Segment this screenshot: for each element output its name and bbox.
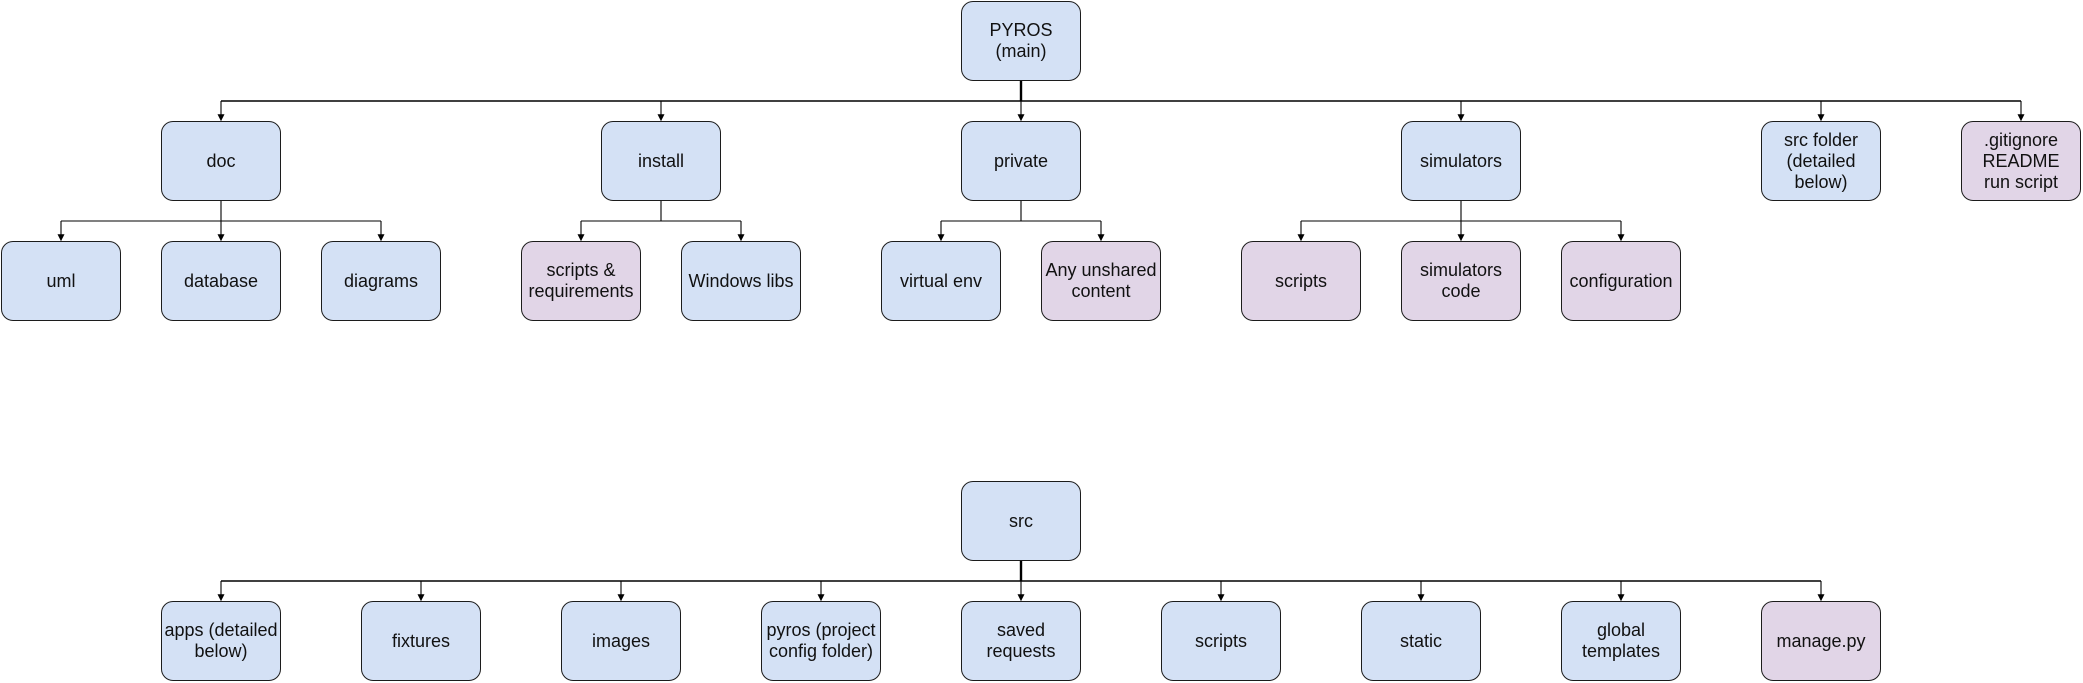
node-label-line: config folder) xyxy=(768,641,874,661)
node-label-line: virtual env xyxy=(899,270,983,291)
node-label-line: below) xyxy=(1794,171,1848,192)
node-label-line: private xyxy=(993,150,1049,171)
node-root: PYROS(main) xyxy=(961,1,1081,81)
node-label-line: (main) xyxy=(995,41,1047,61)
node-label-line: below) xyxy=(194,641,248,661)
node-label-line: install xyxy=(637,150,685,171)
node-label-line: README xyxy=(1982,150,2060,171)
node-src-images: images xyxy=(561,601,681,681)
node-label-line: images xyxy=(591,630,651,651)
node-label-line: src xyxy=(1009,510,1033,531)
node-doc-uml: uml xyxy=(1,241,121,321)
node-label-line: code xyxy=(1441,281,1481,301)
node-install: install xyxy=(601,121,721,201)
node-label-line: requirements xyxy=(528,281,634,301)
node-label-line: saved xyxy=(996,620,1046,640)
node-label-line: scripts xyxy=(1274,270,1327,291)
node-src-static: static xyxy=(1361,601,1481,681)
node-simulators-configuration: configuration xyxy=(1561,241,1681,321)
node-install-windows-libs: Windows libs xyxy=(681,241,801,321)
node-label-line: global xyxy=(1596,620,1646,640)
node-src-manage-py: manage.py xyxy=(1761,601,1881,681)
node-label-line: src folder xyxy=(1783,129,1859,150)
node-src-scripts: scripts xyxy=(1161,601,1281,681)
node-label-line: simulators xyxy=(1419,260,1503,280)
node-label-line: static xyxy=(1399,630,1442,651)
node-label-line: apps (detailed xyxy=(164,620,278,640)
node-label-line: uml xyxy=(46,270,76,291)
node-label-line: templates xyxy=(1581,641,1661,661)
node-install-scripts-requirements: scripts &requirements xyxy=(521,241,641,321)
node-private: private xyxy=(961,121,1081,201)
node-doc: doc xyxy=(161,121,281,201)
node-label-line: scripts xyxy=(1194,630,1247,651)
node-private-virtual-env: virtual env xyxy=(881,241,1001,321)
node-label-line: manage.py xyxy=(1776,630,1866,651)
node-label-line: pyros (project xyxy=(766,620,876,640)
node-label-line: configuration xyxy=(1569,270,1673,291)
node-src-root: src xyxy=(961,481,1081,561)
node-label-line: run script xyxy=(1983,171,2059,192)
node-label-line: database xyxy=(183,270,259,291)
node-label-line: Any unshared xyxy=(1045,260,1157,280)
node-label-line: requests xyxy=(986,641,1056,661)
node-label-line: .gitignore xyxy=(1983,129,2059,150)
node-src-fixtures: fixtures xyxy=(361,601,481,681)
node-label-line: Windows libs xyxy=(688,270,794,291)
node-simulators: simulators xyxy=(1401,121,1521,201)
node-label-line: (detailed xyxy=(1786,150,1856,171)
node-label-line: simulators xyxy=(1419,150,1503,171)
node-label-line: diagrams xyxy=(343,270,419,291)
node-label-line: scripts & xyxy=(546,260,616,280)
node-doc-database: database xyxy=(161,241,281,321)
node-doc-diagrams: diagrams xyxy=(321,241,441,321)
node-label-line: fixtures xyxy=(391,630,451,651)
node-label-line: PYROS xyxy=(989,20,1053,40)
node-label-line: content xyxy=(1071,281,1131,301)
node-simulators-scripts: scripts xyxy=(1241,241,1361,321)
node-label-line: doc xyxy=(206,150,236,171)
